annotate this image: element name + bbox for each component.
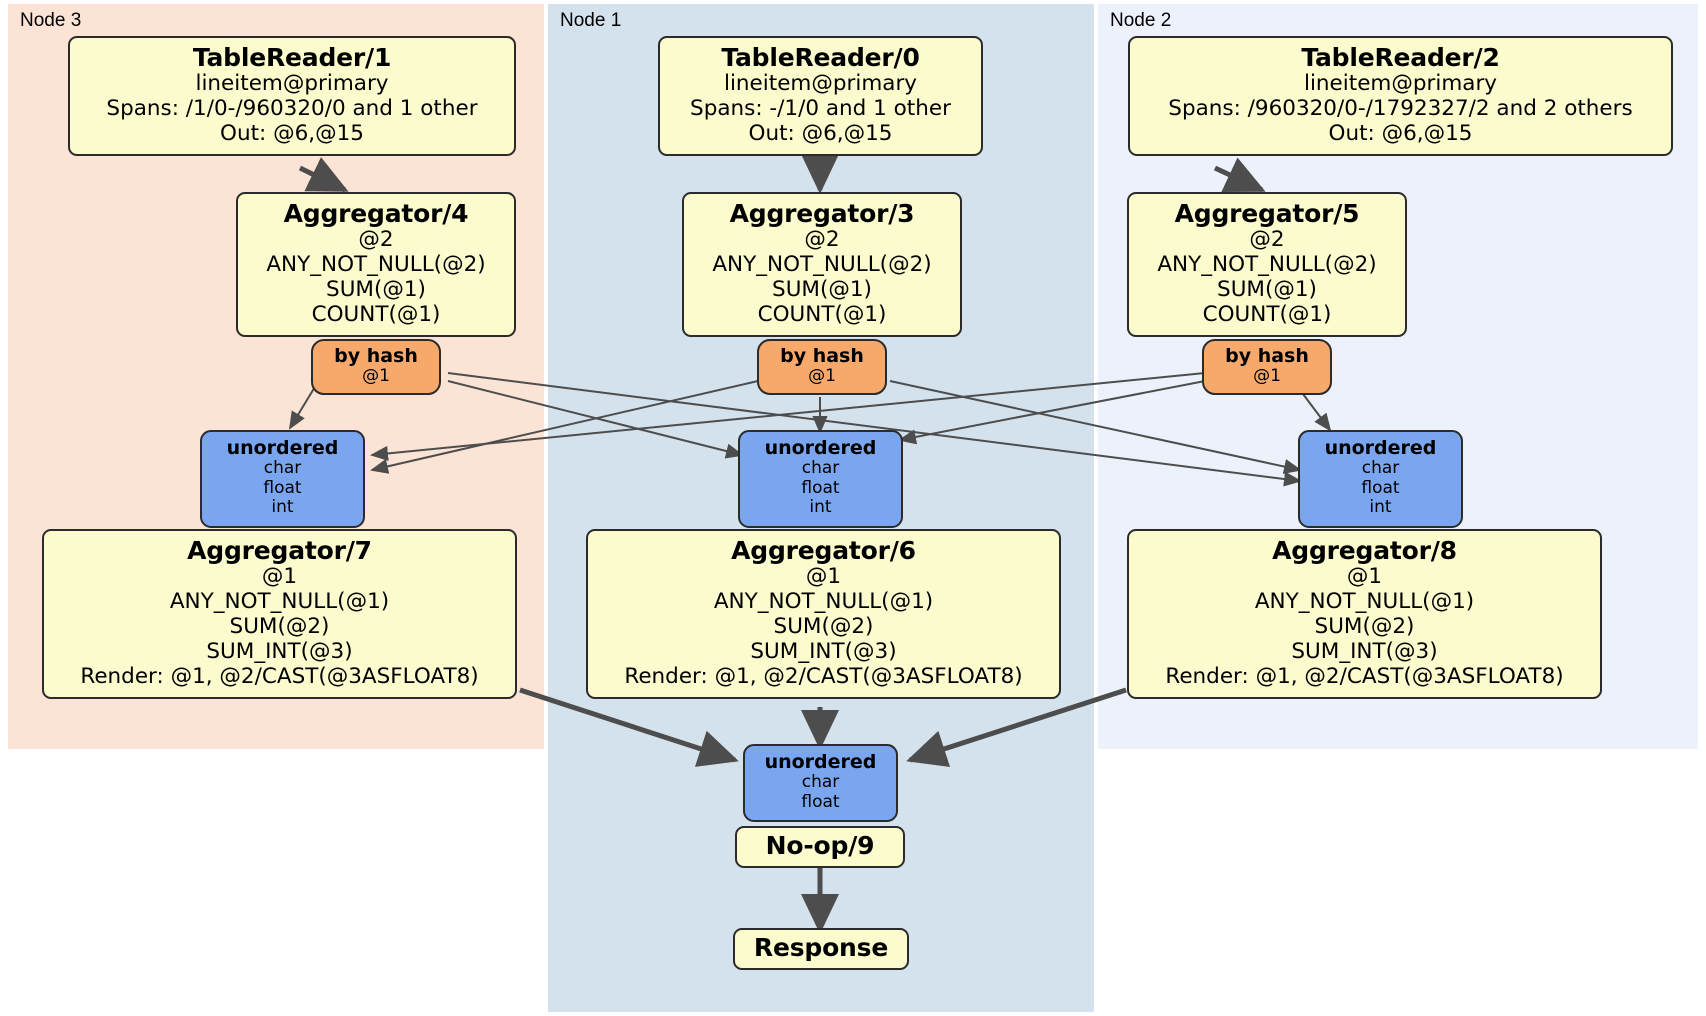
- node-detail-line: SUM(@1): [326, 276, 426, 302]
- node-detail-line: Render: @1, @2/CAST(@3ASFLOAT8): [1165, 663, 1564, 689]
- router-by-hash-right[interactable]: by hash @1: [1202, 339, 1332, 395]
- node-detail-line: COUNT(@1): [1202, 301, 1332, 327]
- node-detail-line: SUM_INT(@3): [206, 638, 353, 664]
- sync-detail-line: char: [801, 458, 840, 479]
- sync-detail-line: char: [1361, 458, 1400, 479]
- node-title: TableReader/2: [1301, 43, 1500, 72]
- node-title: Aggregator/4: [283, 199, 469, 228]
- sync-title: unordered: [764, 751, 877, 773]
- sync-detail-line: int: [271, 497, 294, 518]
- router-title: by hash: [1225, 345, 1309, 367]
- node-detail-line: @2: [358, 227, 394, 252]
- node-noop-9[interactable]: No-op/9: [735, 826, 905, 868]
- node-detail-line: Spans: /1/0-/960320/0 and 1 other: [106, 95, 478, 121]
- node-table-reader-1[interactable]: TableReader/1 lineitem@primary Spans: /1…: [68, 36, 516, 156]
- node-detail-line: @2: [804, 227, 840, 252]
- node-title: Aggregator/7: [187, 536, 372, 565]
- node-table-reader-0[interactable]: TableReader/0 lineitem@primary Spans: -/…: [658, 36, 983, 156]
- node-aggregator-8[interactable]: Aggregator/8 @1 ANY_NOT_NULL(@1) SUM(@2)…: [1127, 529, 1602, 699]
- node-detail-line: SUM_INT(@3): [750, 638, 897, 664]
- node-detail-line: ANY_NOT_NULL(@2): [1157, 251, 1377, 277]
- sync-unordered-center[interactable]: unordered char float int: [738, 430, 903, 529]
- node-detail-line: ANY_NOT_NULL(@1): [1254, 588, 1475, 614]
- router-detail-line: @1: [362, 366, 390, 387]
- node-detail-line: Render: @1, @2/CAST(@3ASFLOAT8): [80, 663, 479, 689]
- sync-detail-line: int: [809, 497, 832, 518]
- node-title: Aggregator/6: [731, 536, 916, 565]
- node-title: Aggregator/5: [1174, 199, 1360, 228]
- router-detail-line: @1: [808, 366, 836, 387]
- node-title: Aggregator/3: [729, 199, 915, 228]
- node-title: Aggregator/8: [1272, 536, 1457, 565]
- node-detail-line: @2: [1249, 227, 1285, 252]
- sync-title: unordered: [1324, 437, 1437, 459]
- node-detail-line: SUM_INT(@3): [1291, 638, 1438, 664]
- sync-detail-line: float: [1361, 477, 1400, 498]
- node-detail-line: SUM(@1): [1217, 276, 1317, 302]
- node-detail-line: @1: [805, 564, 842, 589]
- node-detail-line: Out: @6,@15: [748, 120, 893, 146]
- node-panel-label-node2: Node 2: [1110, 10, 1172, 31]
- sync-title: unordered: [226, 437, 339, 459]
- node-detail-line: Spans: -/1/0 and 1 other: [690, 95, 951, 121]
- node-detail-line: SUM(@2): [229, 613, 330, 639]
- sync-detail-line: float: [801, 477, 840, 498]
- sync-detail-line: float: [801, 791, 840, 812]
- node-detail-line: lineitem@primary: [1303, 71, 1498, 96]
- node-aggregator-5[interactable]: Aggregator/5 @2 ANY_NOT_NULL(@2) SUM(@1)…: [1127, 192, 1407, 337]
- node-detail-line: COUNT(@1): [757, 301, 887, 327]
- sync-detail-line: float: [263, 477, 302, 498]
- node-detail-line: ANY_NOT_NULL(@1): [713, 588, 934, 614]
- node-detail-line: Spans: /960320/0-/1792327/2 and 2 others: [1168, 95, 1633, 121]
- node-title: TableReader/0: [721, 43, 920, 72]
- node-detail-line: Render: @1, @2/CAST(@3ASFLOAT8): [624, 663, 1023, 689]
- sync-unordered-left[interactable]: unordered char float int: [200, 430, 365, 529]
- sync-detail-line: char: [263, 458, 302, 479]
- node-aggregator-6[interactable]: Aggregator/6 @1 ANY_NOT_NULL(@1) SUM(@2)…: [586, 529, 1061, 699]
- sync-title: unordered: [764, 437, 877, 459]
- node-detail-line: lineitem@primary: [723, 71, 918, 96]
- sync-detail-line: char: [801, 772, 840, 793]
- node-detail-line: ANY_NOT_NULL(@2): [266, 251, 486, 277]
- node-aggregator-7[interactable]: Aggregator/7 @1 ANY_NOT_NULL(@1) SUM(@2)…: [42, 529, 517, 699]
- sync-unordered-final[interactable]: unordered char float: [743, 744, 898, 823]
- node-detail-line: ANY_NOT_NULL(@2): [712, 251, 932, 277]
- router-title: by hash: [334, 345, 418, 367]
- node-detail-line: Out: @6,@15: [1328, 120, 1473, 146]
- router-by-hash-center[interactable]: by hash @1: [757, 339, 887, 395]
- node-title: No-op/9: [765, 831, 875, 860]
- node-detail-line: Out: @6,@15: [220, 120, 364, 146]
- node-response[interactable]: Response: [733, 928, 909, 970]
- router-detail-line: @1: [1253, 366, 1281, 387]
- node-panel-label-node3: Node 3: [20, 10, 82, 31]
- node-panel-label-node1: Node 1: [560, 10, 622, 31]
- sync-unordered-right[interactable]: unordered char float int: [1298, 430, 1463, 529]
- sync-detail-line: int: [1369, 497, 1392, 518]
- node-detail-line: @1: [1346, 564, 1383, 589]
- node-detail-line: COUNT(@1): [311, 301, 441, 327]
- node-aggregator-4[interactable]: Aggregator/4 @2 ANY_NOT_NULL(@2) SUM(@1)…: [236, 192, 516, 337]
- router-title: by hash: [780, 345, 864, 367]
- router-by-hash-left[interactable]: by hash @1: [311, 339, 441, 395]
- node-detail-line: SUM(@2): [1314, 613, 1415, 639]
- node-detail-line: SUM(@1): [772, 276, 872, 302]
- node-title: TableReader/1: [192, 43, 392, 72]
- node-title: Response: [753, 933, 889, 962]
- node-detail-line: SUM(@2): [773, 613, 874, 639]
- node-table-reader-2[interactable]: TableReader/2 lineitem@primary Spans: /9…: [1128, 36, 1673, 156]
- node-detail-line: lineitem@primary: [195, 71, 389, 96]
- node-detail-line: @1: [261, 564, 298, 589]
- node-detail-line: ANY_NOT_NULL(@1): [169, 588, 390, 614]
- node-aggregator-3[interactable]: Aggregator/3 @2 ANY_NOT_NULL(@2) SUM(@1)…: [682, 192, 962, 337]
